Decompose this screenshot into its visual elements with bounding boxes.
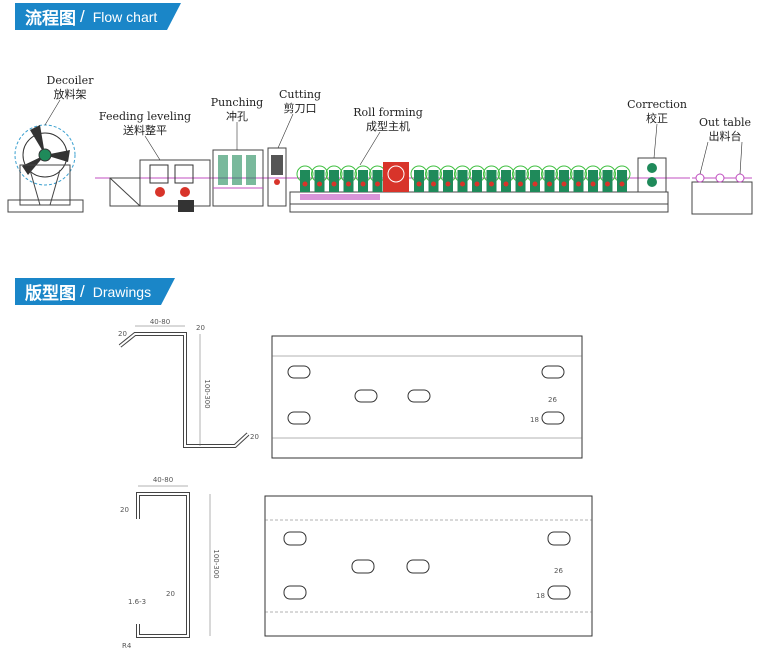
roller-stand — [497, 165, 515, 192]
punching-machine — [212, 149, 264, 207]
z-web-dim: 100-300 — [203, 379, 211, 408]
c-lip2-dim: 20 — [166, 590, 175, 598]
svg-text:Feeding leveling: Feeding leveling — [99, 110, 191, 123]
roller-stand — [584, 165, 602, 192]
roll-forming-rollers — [296, 165, 631, 192]
label-feeding-leveling: Feeding leveling 送料整平 — [99, 110, 191, 161]
decoiler-machine — [7, 124, 84, 213]
label-decoiler: Decoiler 放料架 — [44, 74, 95, 126]
roller-stand — [410, 165, 428, 192]
svg-text:送料整平: 送料整平 — [123, 123, 167, 137]
c-lip-dim: 20 — [120, 506, 129, 514]
roller-stand — [541, 165, 558, 192]
roller-stand — [555, 165, 573, 192]
svg-text:冲孔: 冲孔 — [226, 109, 248, 123]
svg-text:校正: 校正 — [646, 111, 668, 125]
svg-text:Roll forming: Roll forming — [353, 106, 422, 119]
roller-stand — [599, 165, 616, 192]
out-table — [691, 173, 753, 215]
svg-text:Out table: Out table — [699, 116, 751, 129]
roller-stand — [296, 165, 314, 192]
roller-stand — [340, 165, 357, 192]
z-lip-bot-dim: 20 — [250, 433, 259, 441]
roller-stand — [439, 165, 457, 192]
roller-stand — [454, 165, 471, 192]
c-flat-pattern: 26 18 — [264, 495, 593, 637]
roller-stand — [483, 165, 500, 192]
feeding-leveling-machine — [109, 159, 211, 212]
roller-stand — [526, 165, 544, 192]
gearbox — [383, 162, 409, 192]
roller-stand — [613, 165, 631, 192]
c-profile-section: 40-80 100-300 20 1.6-3 20 R4 — [120, 476, 220, 650]
flow-title-en: Flow chart — [92, 8, 158, 25]
c-flange-dim: 40-80 — [153, 476, 173, 484]
flow-chart-diagram: Decoiler 放料架 Feeding leveling 送料整平 Punch… — [7, 74, 753, 215]
roller-stand — [512, 165, 529, 192]
correction-unit — [637, 157, 667, 193]
roller-stand — [325, 165, 343, 192]
roller-stand — [425, 165, 442, 192]
svg-text:Decoiler: Decoiler — [47, 74, 95, 87]
roller-stand — [468, 165, 486, 192]
svg-text:放料架: 放料架 — [54, 87, 87, 101]
svg-text:成型主机: 成型主机 — [366, 119, 410, 133]
drawings-diagram: 40-80 100-300 20 20 20 26 18 40-80 100-3… — [118, 318, 593, 650]
flow-chart-banner: 流程图 / Flow chart — [15, 3, 182, 30]
svg-text:Cutting: Cutting — [279, 88, 321, 101]
roller-stand — [311, 165, 328, 192]
label-punching: Punching 冲孔 — [211, 96, 263, 150]
label-roll-forming: Roll forming 成型主机 — [353, 106, 423, 166]
drawings-banner: 版型图 / Drawings — [15, 278, 176, 305]
z-angle-dim: 20 — [196, 324, 205, 332]
draw-title-zh: 版型图 — [25, 284, 76, 304]
label-out-table: Out table 出料台 — [699, 116, 751, 175]
c-radius-dim: R4 — [122, 642, 132, 650]
svg-text:出料台: 出料台 — [709, 129, 742, 143]
c-slot-height-dim: 18 — [536, 592, 545, 600]
label-correction: Correction 校正 — [627, 98, 687, 159]
roller-stand — [570, 165, 587, 192]
c-web-dim: 100-300 — [212, 549, 220, 578]
z-flat-pattern: 26 18 — [271, 335, 583, 459]
draw-title-en: Drawings — [92, 283, 152, 300]
svg-text:Punching: Punching — [211, 96, 263, 109]
c-slot-width-dim: 26 — [554, 567, 563, 575]
z-slot-width-dim: 26 — [548, 396, 557, 404]
flow-title-zh: 流程图 — [25, 9, 76, 29]
c-thick-dim: 1.6-3 — [128, 598, 146, 606]
svg-text:剪刀口: 剪刀口 — [284, 101, 317, 115]
roller-stand — [354, 165, 372, 192]
z-slot-height-dim: 18 — [530, 416, 539, 424]
label-cutting: Cutting 剪刀口 — [277, 88, 321, 149]
z-lip-top-dim: 20 — [118, 330, 127, 338]
cutting-machine — [267, 147, 287, 207]
z-flange-dim: 40-80 — [150, 318, 170, 326]
svg-text:Correction: Correction — [627, 98, 687, 111]
z-profile-section: 40-80 100-300 20 20 20 — [118, 318, 259, 448]
